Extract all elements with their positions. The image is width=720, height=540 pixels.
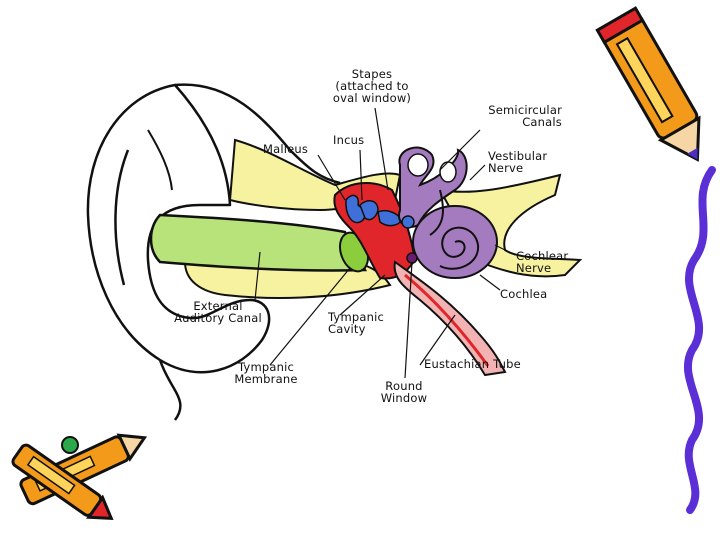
ossicles [345,194,403,227]
label-tympanic-membrane: Tympanic Membrane [234,360,298,386]
label-cochlea: Cochlea [500,287,548,301]
wavy-border-decoration [683,166,716,514]
skull-outline [174,83,341,185]
skull-outline-lower [158,359,182,421]
outer-ear [86,83,271,374]
eustachian-tube-red-line [404,273,490,367]
label-eustachian-tube: Eustachian Tube [424,357,521,371]
leader-lines [254,107,516,379]
external-auditory-canal-shape [149,213,368,272]
label-tympanic-cavity: Tympanic Cavity [328,310,384,336]
oval-window-circle [401,215,415,229]
label-incus: Incus [333,133,365,147]
round-window-circle [406,252,418,264]
label-round-window: Round Window [380,379,428,405]
label-semicircular-canals: Semicircular Canals [488,103,562,129]
label-malleus: Malleus [263,142,309,156]
label-cochlear-nerve: Cochlear Nerve [516,249,569,275]
label-vestibular-nerve: Vestibular Nerve [488,149,548,175]
pencil-clipart-icon [595,6,701,162]
label-stapes: Stapes (attached to oval window) [332,67,412,105]
label-external-auditory-canal: External Auditory Canal [174,299,262,325]
cochlea-spiral [439,226,480,270]
crayons-clipart-icon [11,433,148,520]
